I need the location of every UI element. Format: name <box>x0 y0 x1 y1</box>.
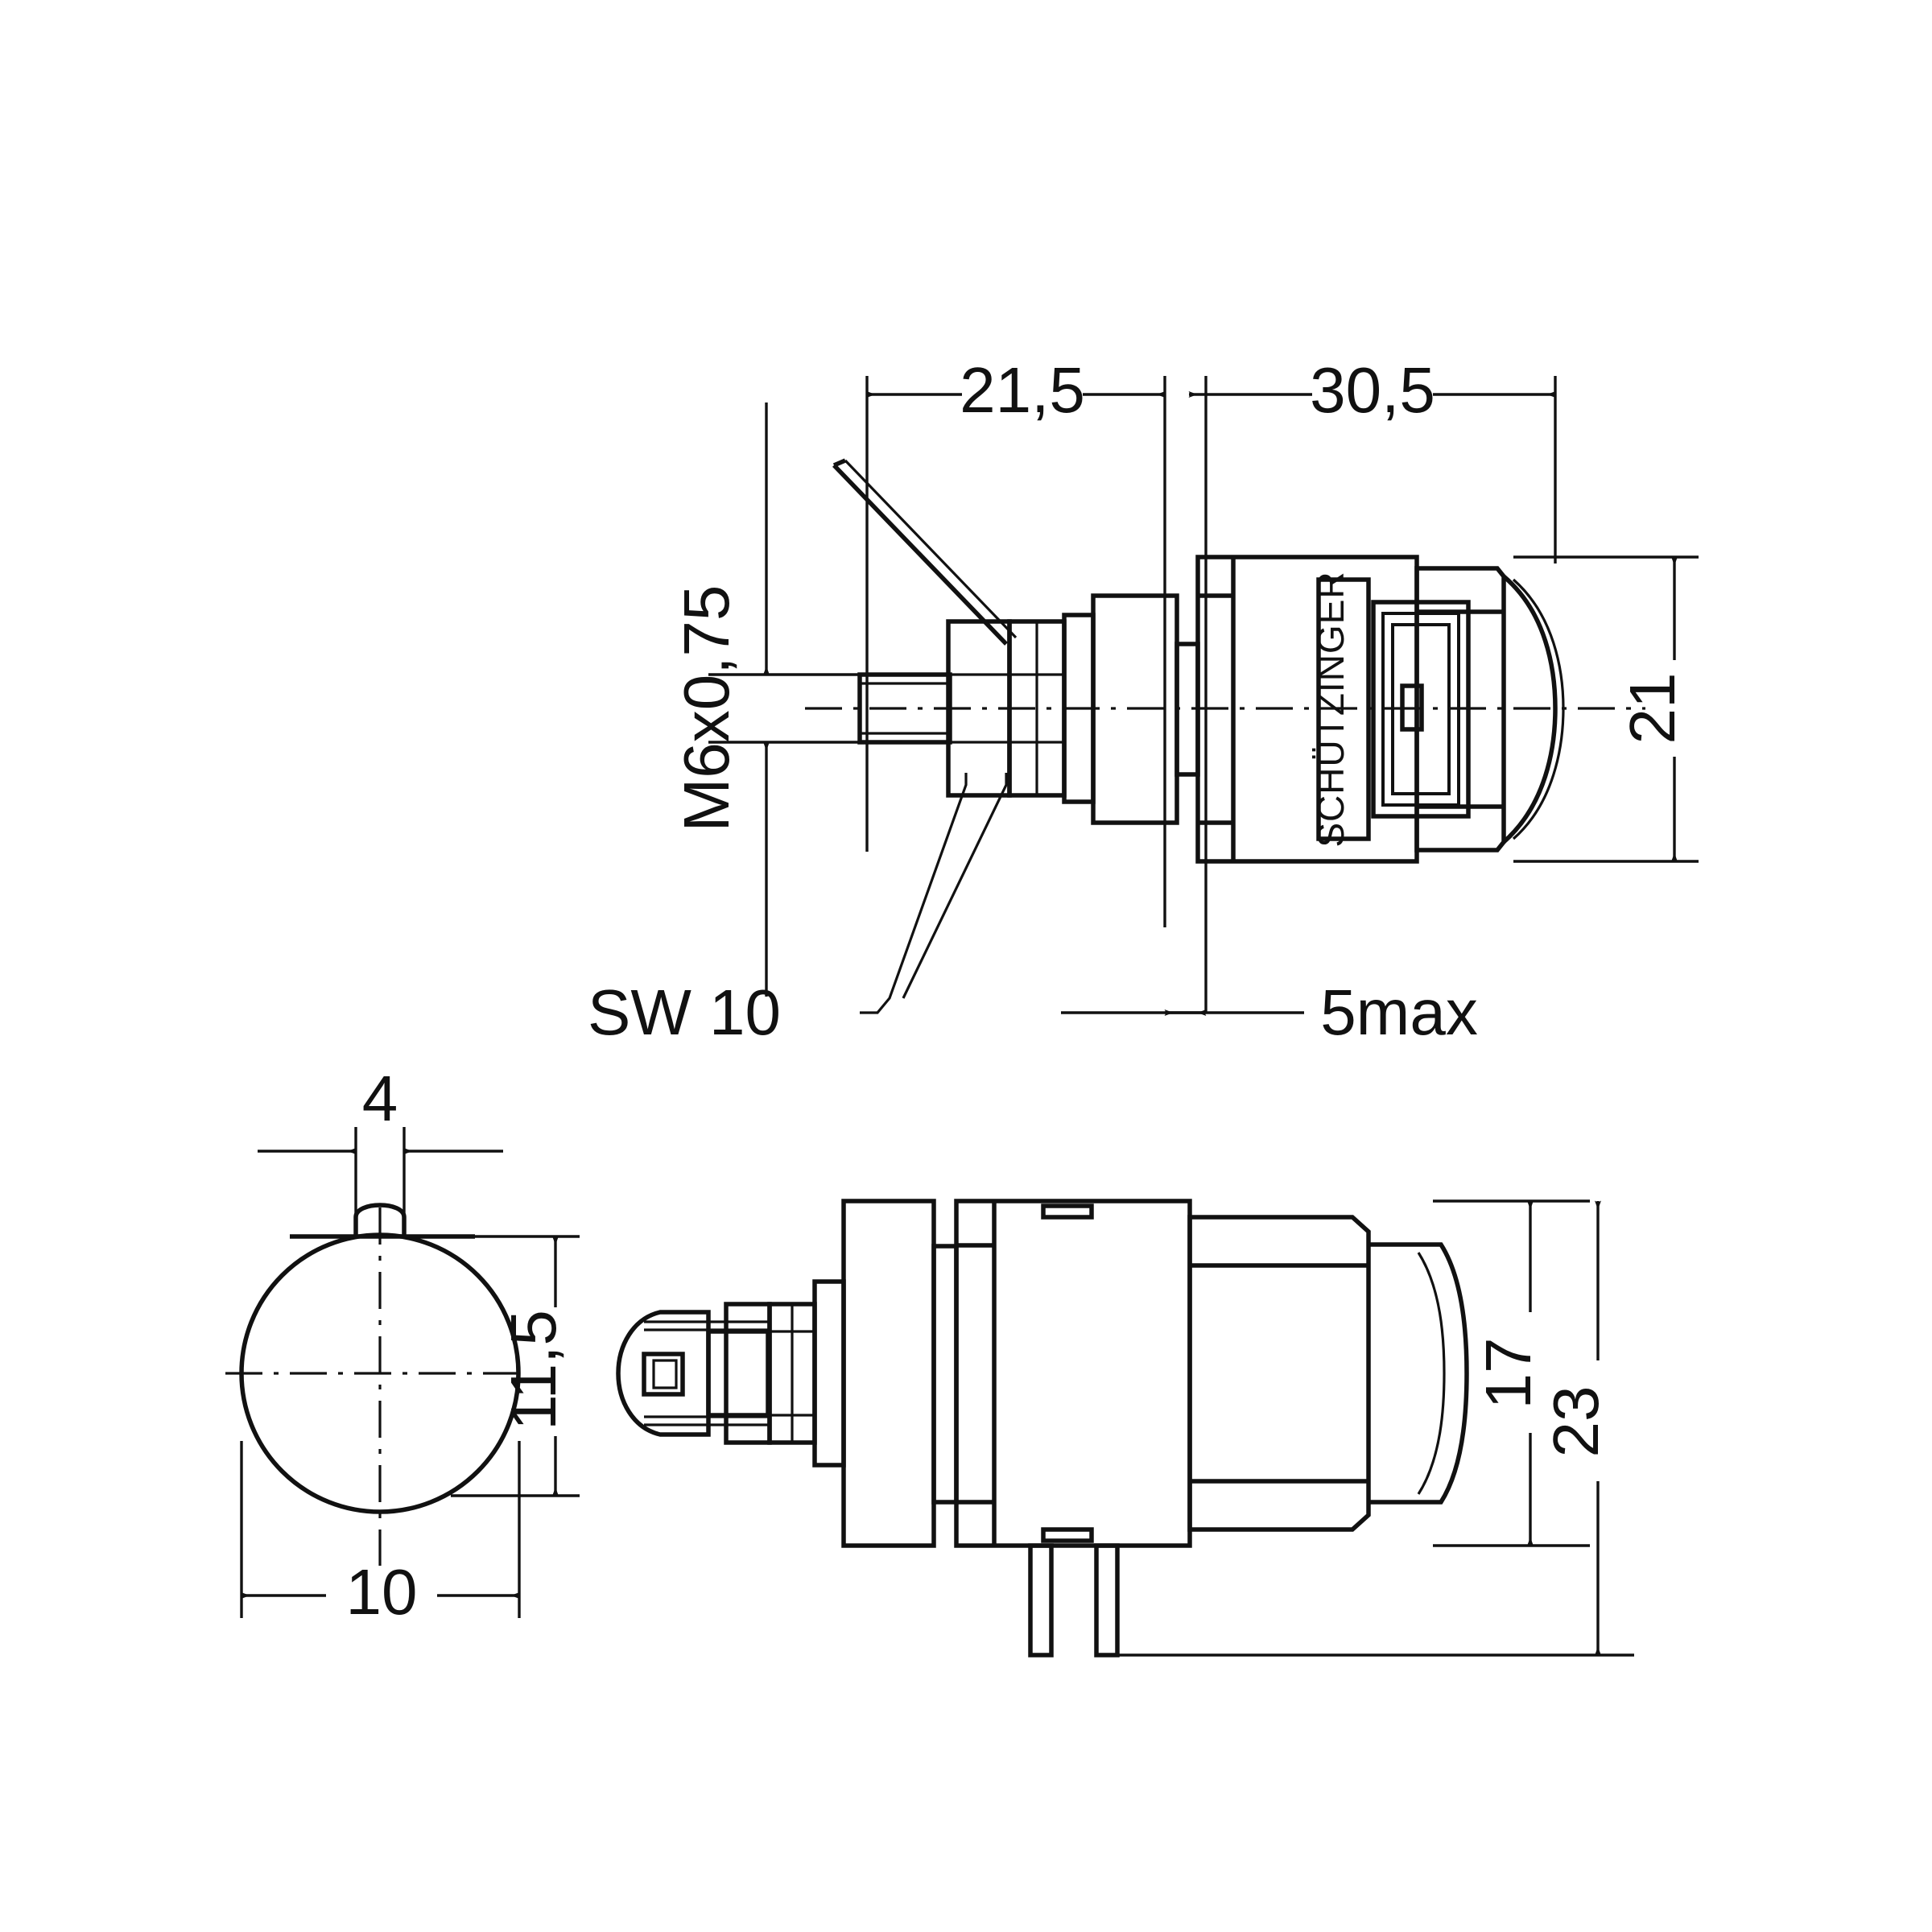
dim-21-5: 21,5 <box>866 354 1166 426</box>
dim-30-5-label: 30,5 <box>1310 354 1435 426</box>
actuator-lever <box>832 458 1018 646</box>
bottom-left-view-group: 4 11,5 10 <box>225 1063 586 1628</box>
terminal-tip <box>616 1310 711 1437</box>
dim-23: 23 <box>1111 1200 1634 1657</box>
dim-11-5-label: 11,5 <box>497 1310 569 1430</box>
stud-barrel <box>644 1320 770 1426</box>
dim-m6: M6x0,75 <box>671 402 902 997</box>
dim-21: 21 <box>1513 555 1703 863</box>
dim-23-label: 23 <box>1540 1386 1612 1458</box>
insulator-collar-bottom <box>841 1199 936 1548</box>
sw10-leader-lines <box>860 773 1008 1014</box>
dim-17-label: 17 <box>1472 1338 1544 1410</box>
bezel-cap-bottom <box>1368 1242 1469 1505</box>
top-view-group <box>805 458 1682 1014</box>
socket-aperture <box>1371 600 1471 819</box>
dim-sw10: SW 10 <box>588 976 781 1048</box>
body-step-bottom <box>931 1244 959 1505</box>
dim-4: 4 <box>258 1063 503 1220</box>
taper-section-bottom <box>1187 1215 1371 1532</box>
dim-4-label: 4 <box>362 1063 398 1134</box>
dim-5max-label: 5max <box>1320 976 1478 1048</box>
top-view-dimensions: 21,5 30,5 21 M6x0,75 SW 10 <box>588 354 1703 1048</box>
brand-label: SCHÜTZINGER <box>1310 571 1352 847</box>
flange-plate-bottom <box>812 1279 846 1468</box>
dim-21-5-label: 21,5 <box>960 354 1085 426</box>
brand-label-plate <box>1316 577 1371 841</box>
hex-nut-pair-bottom <box>724 1302 817 1445</box>
dim-sw10-label: SW 10 <box>588 976 781 1048</box>
dome-cap <box>1502 574 1565 844</box>
dim-21-label: 21 <box>1616 673 1688 745</box>
solder-pins <box>1028 1543 1120 1657</box>
bottom-right-view-group: 17 23 <box>616 1199 1634 1657</box>
dim-m6-label: M6x0,75 <box>671 585 742 832</box>
dim-10-label: 10 <box>346 1556 418 1628</box>
dim-17: 17 <box>1433 1199 1590 1547</box>
dim-30-5: 30,5 <box>1188 354 1556 426</box>
dim-5max: 5max <box>1061 976 1478 1048</box>
dim-10: 10 <box>240 1441 521 1628</box>
main-housing <box>1195 555 1419 864</box>
main-housing-bottom <box>954 1199 1192 1548</box>
insulator-collar <box>1091 593 1179 825</box>
dim-11-5: 11,5 <box>402 1235 586 1497</box>
